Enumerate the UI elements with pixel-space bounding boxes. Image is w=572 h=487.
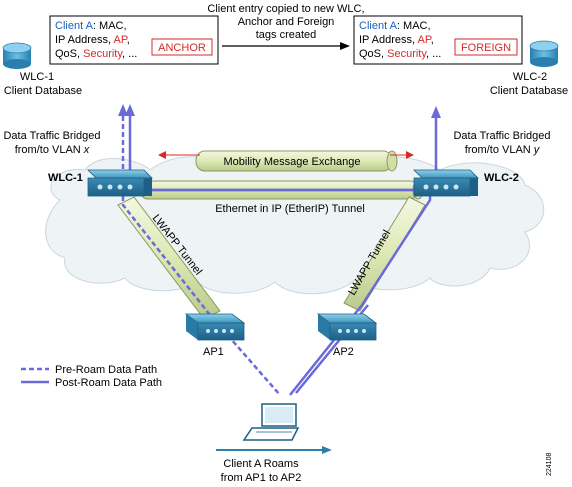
foreign-tag: FOREIGN [461, 42, 511, 54]
top-caption-line3: tags created [256, 29, 317, 41]
foreign-security-text: Security [387, 48, 427, 60]
mobility-label: Mobility Message Exchange [224, 156, 361, 168]
ap1-device [184, 313, 246, 341]
svg-text:Client A: MAC,: Client A: MAC, [359, 20, 431, 32]
lwapp-tube-right [343, 196, 426, 312]
foreign-ap-text: AP [418, 34, 432, 46]
wlc2-db-label-line1: WLC-2 [513, 71, 547, 83]
ap1-label: AP1 [203, 346, 224, 358]
wlc2-device [413, 169, 479, 197]
ethernet-tunnel-label: Ethernet in IP (EtherIP) Tunnel [215, 203, 365, 215]
copy-arrowhead [340, 42, 350, 50]
svg-text:IP Address, AP,: IP Address, AP, [55, 34, 130, 46]
wlc1-label: WLC-1 [48, 172, 83, 184]
laptop-icon [242, 403, 300, 441]
wlc1-device [87, 169, 153, 197]
anchor-ap-text: AP [114, 34, 128, 46]
wlc1-traffic-line1: Data Traffic Bridged [3, 130, 100, 142]
anchor-qos-text: QoS, [55, 48, 83, 60]
svg-text:IP Address, AP,: IP Address, AP, [359, 34, 434, 46]
wlc2-vlan: y [533, 144, 541, 156]
svg-text:QoS, Security, ...: QoS, Security, ... [359, 48, 441, 60]
wlc2-uplink-arrowhead [431, 106, 441, 118]
anchor-tag-box [151, 38, 213, 56]
post-roam-arrowhead-top [125, 104, 135, 116]
wlc2-traffic-line1: Data Traffic Bridged [453, 130, 550, 142]
wlc1-vlan: x [83, 144, 90, 156]
wlc2-db-label-line2: Client Database [490, 85, 568, 97]
legend-pre-roam: Pre-Roam Data Path [55, 364, 157, 376]
anchor-tag: ANCHOR [158, 42, 206, 54]
wlc2-traffic-line2: from/to VLAN [465, 144, 534, 156]
wlc1-db-label-line2: Client Database [4, 85, 82, 97]
pre-roam-path [121, 108, 281, 396]
foreign-client-label: Client A [359, 20, 398, 32]
top-caption-line2: Anchor and Foreign [238, 16, 335, 28]
top-caption-line1: Client entry copied to new WLC, [207, 3, 364, 15]
ap2-device [316, 313, 378, 341]
legend-post-roam: Post-Roam Data Path [55, 377, 162, 389]
roam-caption-line2: from AP1 to AP2 [221, 472, 302, 484]
foreign-qos-text: QoS, [359, 48, 387, 60]
pre-roam-arrowhead [118, 104, 128, 116]
figure-id: 224108 [546, 453, 553, 476]
svg-text:from/to VLAN x: from/to VLAN x [15, 144, 90, 156]
svg-text:Client A: MAC,: Client A: MAC, [55, 20, 127, 32]
svg-text:from/to VLAN y: from/to VLAN y [465, 144, 541, 156]
wlc2-label: WLC-2 [484, 172, 519, 184]
wlc1-traffic-line2: from/to VLAN [15, 144, 84, 156]
mobility-tube [195, 150, 398, 172]
foreign-tag-box [454, 38, 518, 56]
foreign-ip-text: IP Address, [359, 34, 418, 46]
roam-caption-line1: Client A Roams [223, 458, 299, 470]
anchor-client-label: Client A [55, 20, 94, 32]
anchor-security-text: Security [83, 48, 123, 60]
wlc2-client-database [529, 40, 559, 67]
ap2-label: AP2 [333, 346, 354, 358]
lwapp-tube-left [117, 196, 221, 320]
roam-arrowhead [322, 446, 332, 454]
wlc1-client-database [2, 42, 32, 69]
wlc1-db-label-line1: WLC-1 [20, 71, 54, 83]
svg-text:QoS, Security, ...: QoS, Security, ... [55, 48, 137, 60]
anchor-ip-text: IP Address, [55, 34, 114, 46]
